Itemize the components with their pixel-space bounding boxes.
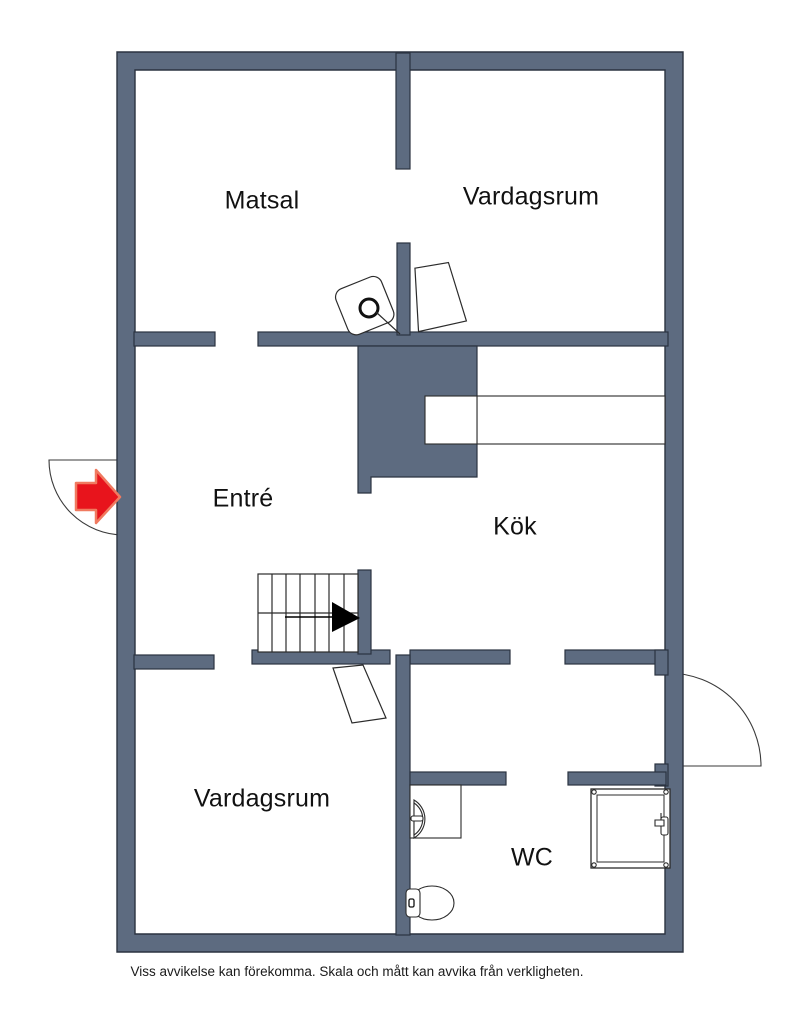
top-appliance-group — [334, 275, 401, 336]
shower-hinge-br — [663, 862, 669, 868]
appliance-knob — [358, 297, 380, 319]
wall-wc-right-vertical — [654, 649, 669, 676]
disclaimer-caption: Viss avvikelse kan förekomma. Skala och … — [131, 964, 584, 979]
wall-wc-partition-right — [567, 771, 667, 786]
room-label-entre: Entré — [213, 485, 274, 513]
wall-kok-bottom — [409, 649, 511, 665]
toilet-flush-button — [408, 898, 415, 908]
wall-hall-stub — [396, 242, 411, 336]
room-label-matsal: Matsal — [225, 187, 300, 215]
shower-glass — [596, 794, 665, 863]
interior-door-lower-hall — [332, 664, 387, 724]
appliance-connector — [375, 311, 401, 335]
room-label-wc: WC — [511, 844, 553, 872]
staircase — [257, 573, 360, 653]
sink-faucet — [410, 815, 424, 822]
room-label-kok: Kök — [493, 513, 537, 541]
stair-direction-arrow — [285, 602, 360, 632]
wall-hall-block — [357, 345, 478, 494]
bathroom-sink — [409, 784, 462, 839]
toilet — [405, 885, 455, 921]
kitchen-counter-run — [476, 395, 666, 445]
shower-hinge-bl — [591, 862, 597, 868]
wall-entre-top-left — [133, 331, 216, 347]
room-labels: Matsal Vardagsrum Entré Kök Vardagsrum W… — [194, 183, 599, 872]
stove-hob — [424, 395, 478, 445]
kitchen-fixtures — [424, 395, 666, 445]
exterior-door-swing — [667, 672, 762, 767]
interior-door-top-right — [414, 261, 468, 333]
wall-entre-bottom-left — [133, 654, 215, 670]
wall-hall-top — [257, 331, 669, 347]
shower-mixer — [654, 813, 669, 836]
shower-hinge-tr — [663, 789, 669, 795]
wall-wc-partition-left — [409, 771, 507, 786]
room-label-vardagsrum-bottom: Vardagsrum — [194, 785, 330, 813]
shower-cabin — [590, 788, 671, 869]
interior-walls — [133, 52, 669, 936]
front-entry-arrow — [74, 468, 122, 525]
exterior-walls — [116, 51, 684, 953]
wall-matsal-vardagsrum — [395, 52, 411, 170]
room-label-vardagsrum-top: Vardagsrum — [463, 183, 599, 211]
wall-stair-right — [357, 569, 372, 655]
wc-fixtures — [405, 784, 671, 921]
wall-wc-top-left — [564, 649, 666, 665]
shower-hinge-tl — [591, 789, 597, 795]
interior-door-leaves — [332, 261, 468, 724]
